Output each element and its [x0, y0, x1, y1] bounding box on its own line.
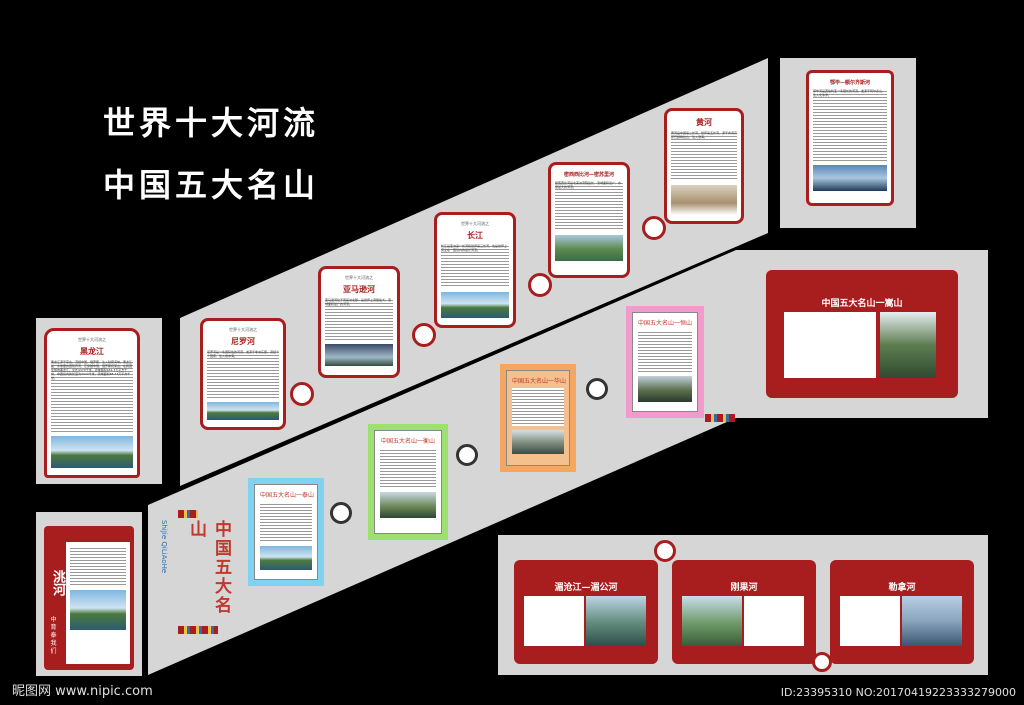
- book-text: [840, 596, 900, 646]
- panel-photo: [207, 402, 279, 420]
- book-congo: 刚果河: [672, 560, 816, 664]
- card-title: 中国五大名山一泰山: [260, 492, 315, 499]
- river-panel-heilongjiang: 世界十大河流之 黑龙江 黑龙江源于蒙古，流经中国、俄罗斯，注入鞑靼海峡。黑龙江是…: [44, 328, 140, 478]
- knot-ornament: [412, 323, 436, 347]
- panel-title: 密西西比河—密苏里河: [563, 172, 614, 178]
- watermark-right: ID:23395310 NO:20170419223333279000: [780, 686, 1016, 699]
- stripe-ornament: [705, 414, 735, 422]
- panel-photo: [813, 165, 887, 191]
- panel-text: 鄂毕河是西伯利亚一条很长的河流，发源于阿尔泰山，注入北冰洋。: [813, 89, 887, 161]
- panel-subtitle: 世界十大河流之: [345, 275, 373, 280]
- river-panel-mississippi: 密西西比河—密苏里河 密西西比河是北美洲流程最长、流域面积最广、水量最大的河流。: [548, 162, 630, 278]
- knot-ornament: [456, 444, 478, 466]
- mountain-card-hengshan: 中国五大名山一衡山: [368, 424, 448, 540]
- river-panel-nile: 世界十大河流之 尼罗河 尼罗河是一条国际性的河流，发源于非洲东部，流经十个国家，…: [200, 318, 286, 430]
- panel-photo: [441, 292, 509, 318]
- book-title: 勒拿河: [888, 583, 916, 593]
- card-photo: [260, 546, 312, 570]
- vertical-sign: 中国五大名山: [184, 520, 231, 624]
- panel-text: 黑龙江源于蒙古，流经中国、俄罗斯，注入鞑靼海峡。黑龙江是一条重要的国际界河，它穿…: [51, 360, 133, 432]
- left-sign-sub: 中 育 泰 我 们: [49, 616, 56, 654]
- panel-text: 长江是亚洲第一长河和世界第三长河，也是世界上完全在一国境内的最长河流。: [441, 244, 509, 288]
- card-text: [638, 330, 692, 372]
- vertical-sign-pinyin: ShiJie QiLiAoHe: [160, 520, 168, 574]
- knot-ornament: [654, 540, 676, 562]
- panel-title: 黄河: [696, 118, 712, 127]
- panel-title: 长江: [467, 231, 483, 240]
- panel-photo: [671, 185, 737, 215]
- panel-photo: [555, 235, 623, 261]
- book-title: 中国五大名山一嵩山: [821, 299, 903, 309]
- watermark-left: 昵图网 www.nipic.com: [12, 684, 153, 699]
- book-photo: [586, 596, 646, 646]
- panel-photo: [325, 344, 393, 366]
- card-text: [380, 448, 436, 488]
- book-photo: [682, 596, 742, 646]
- knot-ornament: [812, 652, 832, 672]
- panel-title: 黑龙江: [80, 347, 104, 356]
- panel-subtitle: 世界十大河流之: [78, 337, 106, 342]
- book-text: [744, 596, 804, 646]
- book-title: 湄沧江—湄公河: [554, 583, 618, 593]
- vertical-sign-text: 中国五大名山: [186, 520, 231, 615]
- book-text: [524, 596, 584, 646]
- card-photo: [638, 376, 692, 402]
- panel-text: 亚马逊河位于南美洲北部，是世界上流量最大、流域面积最广的河流。: [325, 298, 393, 340]
- knot-ornament: [330, 502, 352, 524]
- knot-ornament: [290, 382, 314, 406]
- book-photo: [902, 596, 962, 646]
- knot-ornament: [642, 216, 666, 240]
- panel-text: 尼罗河是一条国际性的河流，发源于非洲东部，流经十个国家，注入地中海。: [207, 350, 279, 398]
- book-title: 刚果河: [730, 583, 758, 593]
- panel-photo: [51, 436, 133, 468]
- card-title: 中国五大名山一恒山: [638, 320, 693, 327]
- card-title: 中国五大名山一华山: [512, 378, 567, 385]
- stripe-ornament: [178, 510, 198, 518]
- left-sign-photo: [70, 590, 126, 630]
- book-text: [784, 312, 876, 378]
- river-panel-yangtze: 世界十大河流之 长江 长江是亚洲第一长河和世界第三长河，也是世界上完全在一国境内…: [434, 212, 516, 328]
- left-sign-text: [70, 546, 126, 586]
- river-panel-amazon: 世界十大河流之 亚马逊河 亚马逊河位于南美洲北部，是世界上流量最大、流域面积最广…: [318, 266, 400, 378]
- card-photo: [512, 430, 564, 454]
- card-text: [512, 388, 564, 426]
- panel-subtitle: 世界十大河流之: [461, 221, 489, 226]
- headline-rivers: 世界十大河流: [103, 104, 320, 142]
- left-sign-title: 洮河: [50, 570, 65, 596]
- river-panel-yellow: 黄河 黄河是中国第二长河，世界第五长河，源于青海高原巴颜喀拉山，注入渤海。: [664, 108, 744, 224]
- panel-title: 亚马逊河: [343, 285, 375, 294]
- card-title: 中国五大名山一衡山: [380, 438, 435, 445]
- panel-text: 黄河是中国第二长河，世界第五长河，源于青海高原巴颜喀拉山，注入渤海。: [671, 131, 737, 181]
- mountain-card-hengshan-north: 中国五大名山一恒山: [626, 306, 704, 418]
- left-sign-taohe: 洮河 中 育 泰 我 们: [44, 526, 134, 670]
- card-photo: [380, 492, 436, 518]
- knot-ornament: [586, 378, 608, 400]
- stripe-ornament: [178, 626, 218, 634]
- mountain-card-taishan: 中国五大名山一泰山: [248, 478, 324, 586]
- river-panel-ob: 鄂毕—额尔齐斯河 鄂毕河是西伯利亚一条很长的河流，发源于阿尔泰山，注入北冰洋。: [806, 70, 894, 206]
- headline-mountains: 中国五大名山: [103, 166, 320, 204]
- panel-text: 密西西比河是北美洲流程最长、流域面积最广、水量最大的河流。: [555, 181, 623, 231]
- panel-title: 尼罗河: [231, 337, 255, 346]
- book-songshan: 中国五大名山一嵩山: [766, 270, 958, 398]
- book-photo: [880, 312, 936, 378]
- mountain-card-huashan: 中国五大名山一华山: [500, 364, 576, 472]
- book-mekong: 湄沧江—湄公河: [514, 560, 658, 664]
- panel-title: 鄂毕—额尔齐斯河: [829, 80, 870, 86]
- book-lena: 勒拿河: [830, 560, 974, 664]
- card-text: [260, 502, 312, 542]
- knot-ornament: [528, 273, 552, 297]
- panel-subtitle: 世界十大河流之: [229, 327, 257, 332]
